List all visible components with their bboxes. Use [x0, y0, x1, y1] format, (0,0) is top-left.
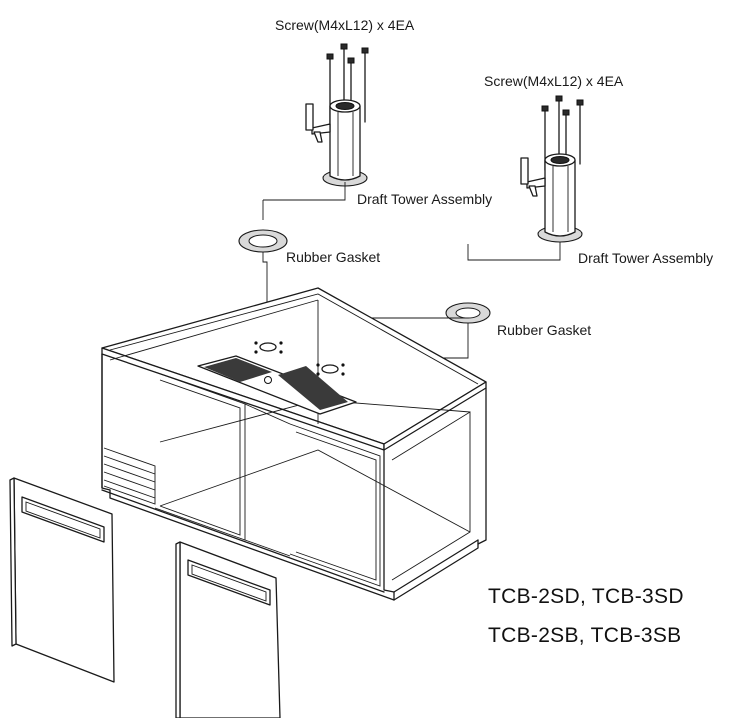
door-left [9, 477, 115, 683]
draft-tower-left [305, 99, 368, 187]
rubber-gasket-label-right: Rubber Gasket [497, 322, 591, 338]
screw-label-top: Screw(M4xL12) x 4EA [275, 17, 415, 33]
draft-tower-label-right: Draft Tower Assembly [578, 250, 713, 266]
back-bar-cabinet [101, 287, 487, 601]
rubber-gasket-label-left: Rubber Gasket [286, 249, 380, 265]
draft-tower-right [520, 153, 583, 243]
model-line-2: TCB-2SB, TCB-3SB [488, 624, 681, 647]
draft-tower-label-left: Draft Tower Assembly [357, 191, 492, 207]
rubber-gasket-left [238, 229, 288, 253]
model-line-1: TCB-2SD, TCB-3SD [488, 585, 684, 608]
door-right [175, 541, 281, 718]
screw-label-right: Screw(M4xL12) x 4EA [484, 73, 624, 89]
rubber-gasket-right [445, 302, 491, 324]
tower-mount-holes [254, 341, 345, 376]
drip-tray [197, 355, 357, 415]
